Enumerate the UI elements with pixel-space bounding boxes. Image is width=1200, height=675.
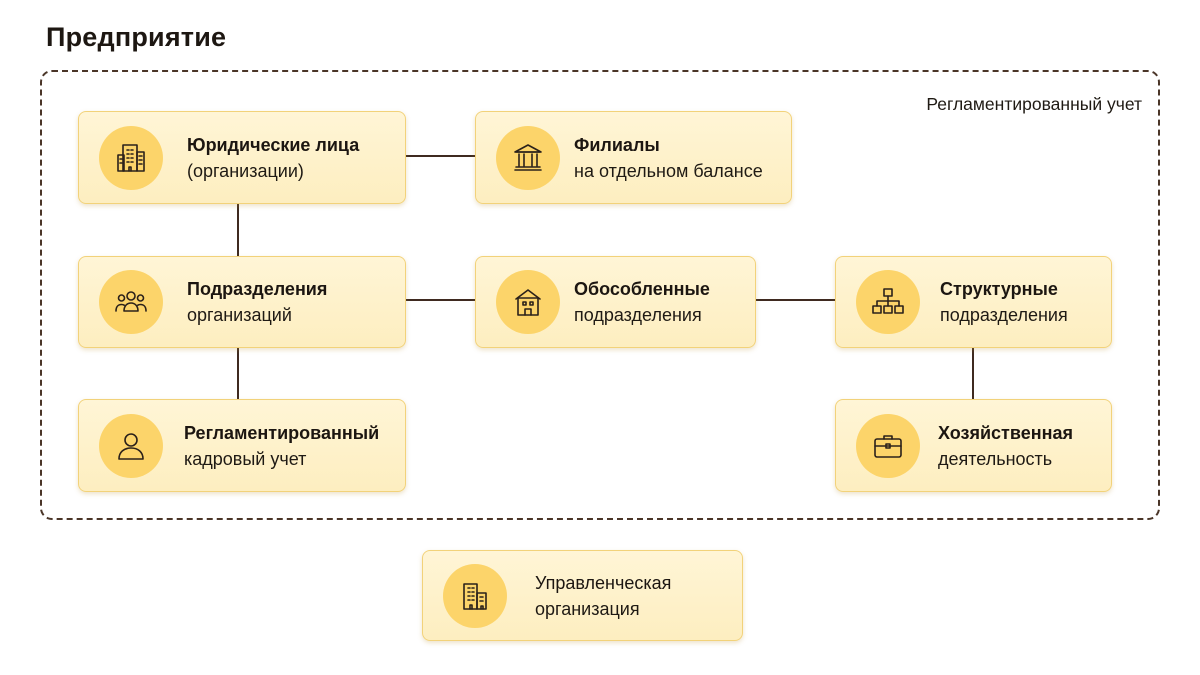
person-icon (118, 432, 144, 460)
node-subtitle: деятельность (938, 448, 1053, 469)
node-subtitle: подразделения (940, 305, 1068, 325)
node-subtitle: кадровый учет (184, 448, 307, 469)
node-title: Юридические лица (187, 134, 360, 155)
icon-circle (856, 270, 920, 334)
briefcase-icon (874, 434, 902, 458)
hierarchy-icon (872, 288, 904, 314)
page-title: Предприятие (46, 22, 227, 52)
node-management-org[interactable]: Управленческая организация (422, 550, 743, 641)
buildings-icon (463, 582, 487, 610)
node-subtitle: организация (535, 598, 640, 619)
people-group-icon (115, 291, 147, 312)
node-branches[interactable]: Филиалы на отдельном балансе (475, 111, 792, 204)
icon-circle (99, 270, 163, 334)
node-title: Регламентированный (184, 422, 380, 443)
icon-circle (99, 125, 163, 190)
node-structural-divisions[interactable]: Структурные подразделения (835, 256, 1112, 348)
node-title: Структурные (940, 279, 1058, 299)
node-title: Подразделения (187, 279, 328, 299)
node-subtitle: подразделения (574, 305, 702, 325)
node-subtitle: (организации) (187, 160, 304, 181)
node-separate-divisions[interactable]: Обособленные подразделения (475, 256, 756, 348)
node-title: Филиалы (574, 134, 660, 155)
node-title: Обособленные (574, 279, 710, 299)
icon-circle (496, 125, 560, 190)
node-business-activity[interactable]: Хозяйственная деятельность (835, 399, 1112, 492)
icon-circle (99, 413, 163, 478)
node-org-divisions[interactable]: Подразделения организаций (78, 256, 406, 348)
node-hr-accounting[interactable]: Регламентированный кадровый учет (78, 399, 406, 492)
icon-circle (856, 413, 920, 478)
office-building-icon (117, 143, 145, 172)
bank-building-icon (514, 143, 542, 171)
regulated-accounting-region (40, 70, 1160, 520)
node-subtitle: Управленческая (535, 572, 672, 593)
house-building-icon (515, 289, 541, 316)
icon-circle (443, 563, 507, 628)
node-legal-entities[interactable]: Юридические лица (организации) (78, 111, 406, 204)
region-label: Регламентированный учет (926, 94, 1142, 114)
icon-circle (496, 270, 560, 334)
node-title: Хозяйственная (938, 422, 1073, 443)
node-subtitle: организаций (187, 305, 292, 325)
node-subtitle: на отдельном балансе (574, 160, 763, 181)
